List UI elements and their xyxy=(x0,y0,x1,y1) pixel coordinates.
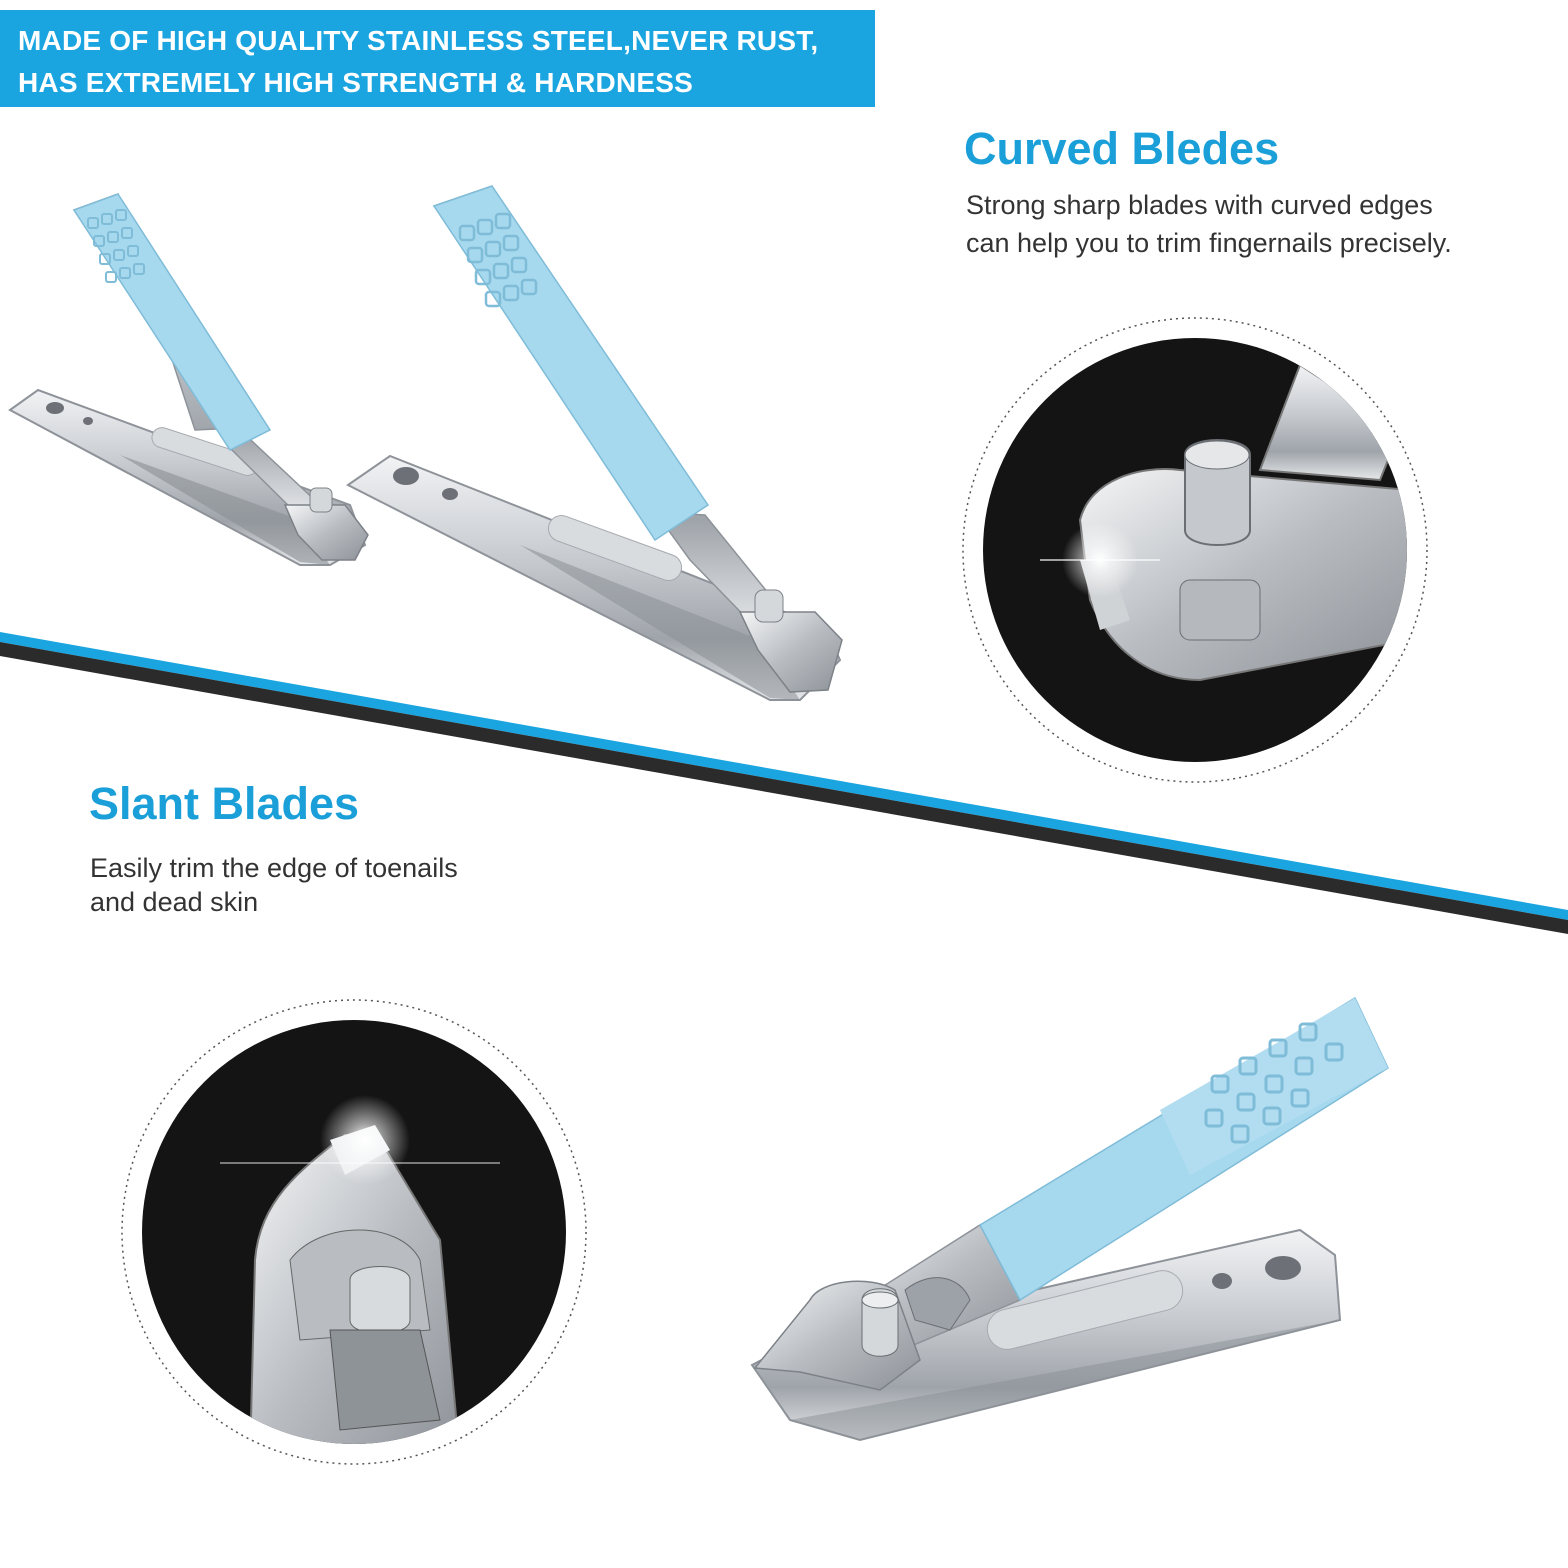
curved-description-line-1: Strong sharp blades with curved edges xyxy=(966,190,1433,220)
quality-banner: MADE OF HIGH QUALITY STAINLESS STEEL,NEV… xyxy=(0,10,875,107)
curved-description-line-2: can help you to trim fingernails precise… xyxy=(966,228,1452,258)
banner-line-2: HAS EXTREMELY HIGH STRENGTH & HARDNESS xyxy=(18,67,694,98)
curved-blades-heading: Curved Bledes xyxy=(964,123,1280,174)
slant-blades-description: Easily trim the edge of toenails and dea… xyxy=(90,851,458,919)
banner-line-1: MADE OF HIGH QUALITY STAINLESS STEEL,NEV… xyxy=(18,25,819,56)
slant-description-line-1: Easily trim the edge of toenails xyxy=(90,853,458,883)
curved-blades-description: Strong sharp blades with curved edges ca… xyxy=(966,186,1452,262)
slant-blades-heading: Slant Blades xyxy=(89,778,360,829)
slant-description-line-2: and dead skin xyxy=(90,887,259,917)
